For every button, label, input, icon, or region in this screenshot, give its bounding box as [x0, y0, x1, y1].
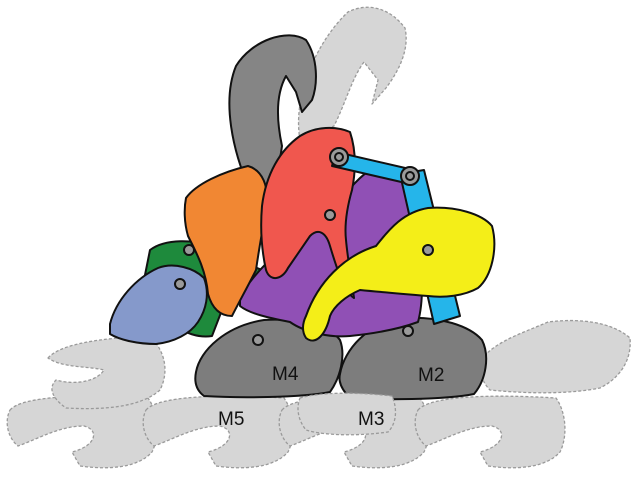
- label-m2: M2: [418, 365, 444, 386]
- label-m4: M4: [272, 364, 299, 385]
- pivot-m2: [403, 326, 413, 336]
- pivot-blue-top-inner: [406, 172, 414, 180]
- pivot-lavender: [175, 279, 185, 289]
- pivot-m4: [253, 335, 263, 345]
- ghost-link-left: [48, 336, 165, 409]
- pivot-red-mid: [325, 210, 335, 220]
- ghost-link-4: [415, 396, 565, 468]
- ghost-link-2: [143, 396, 293, 468]
- ghost-link-right: [481, 321, 631, 393]
- pivot-orange: [184, 245, 194, 255]
- label-m5: M5: [218, 409, 244, 430]
- pivot-yellow: [423, 245, 433, 255]
- pivot-red-top-inner: [335, 153, 343, 161]
- label-m3: M3: [358, 409, 384, 430]
